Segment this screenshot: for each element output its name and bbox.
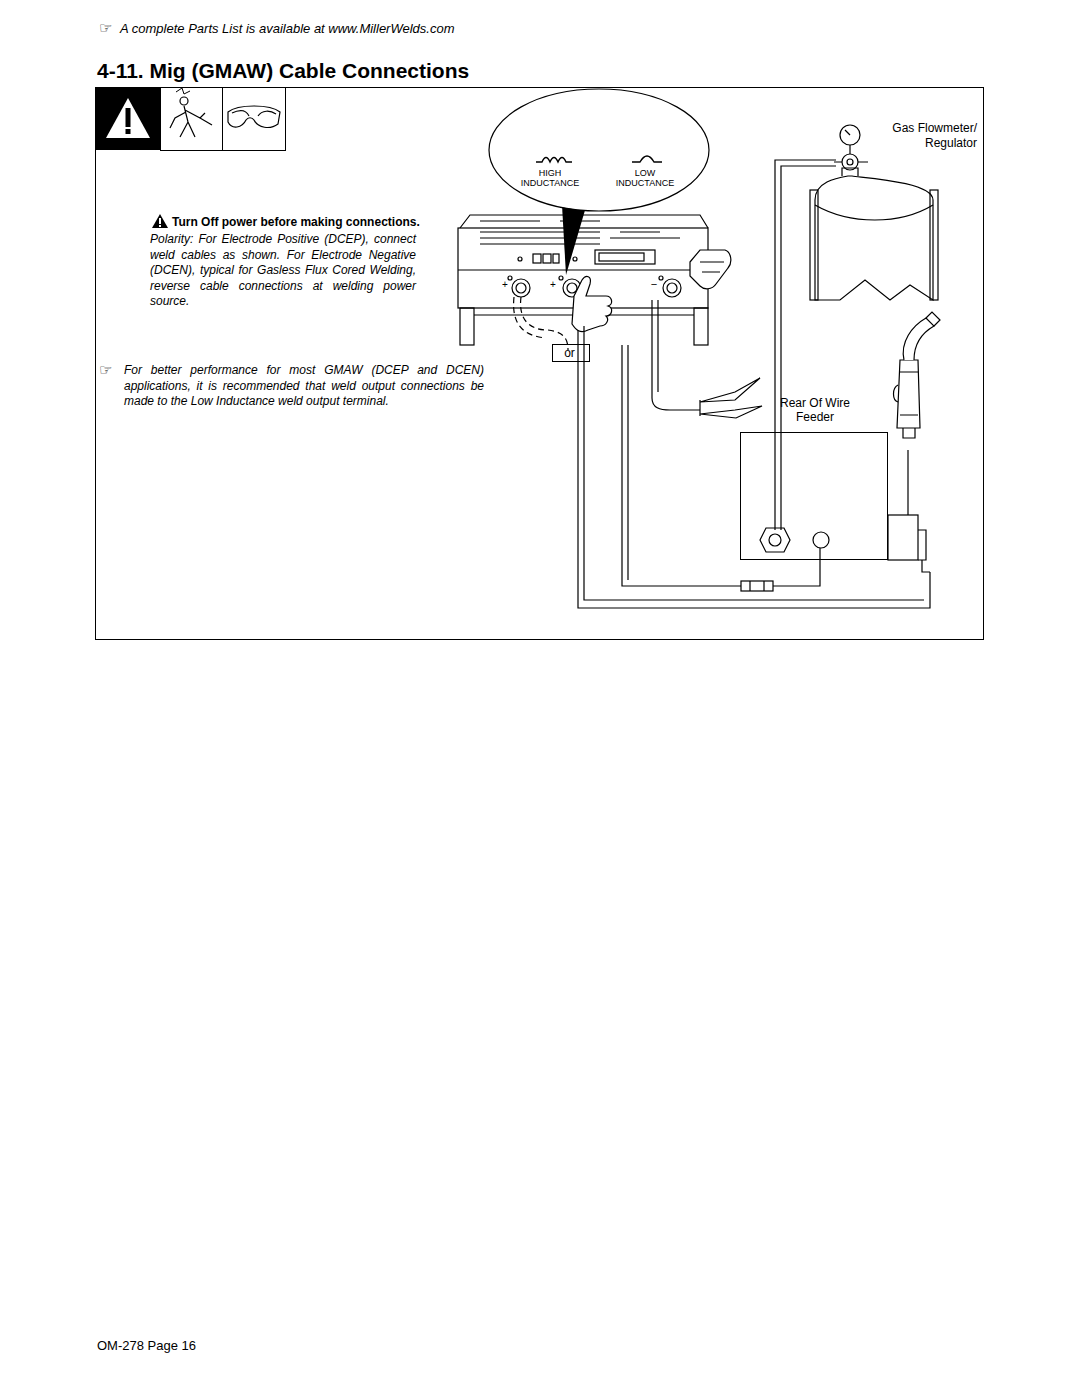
drawing-stroke — [699, 400, 700, 416]
drawing-stroke — [842, 168, 858, 176]
drawing-stroke — [840, 125, 860, 145]
drawing-stroke — [599, 253, 644, 261]
drawing-stroke — [562, 200, 588, 275]
drawing-stroke — [926, 312, 940, 326]
drawing-stroke — [159, 225, 161, 227]
node-text: or — [553, 347, 586, 361]
drawing-stroke — [690, 250, 731, 289]
drawing-stroke — [741, 581, 773, 591]
drawing-stroke — [152, 214, 168, 228]
inductance-callout: HIGH INDUCTANCE LOW INDUCTANCE — [488, 88, 710, 212]
drawing-stroke — [180, 97, 188, 105]
drawing-stroke — [834, 161, 868, 162]
drawing-stroke — [667, 283, 677, 293]
drawing-stroke — [572, 277, 612, 332]
regulator-label: Gas Flowmeter/ Regulator — [860, 121, 977, 151]
drawing-stroke — [627, 345, 628, 580]
drawing-stroke — [159, 218, 161, 224]
callout-outline — [488, 88, 710, 212]
drawing-stroke — [813, 532, 829, 548]
terminal-sign: + — [500, 280, 510, 290]
node-text: LOW INDUCTANCE — [609, 168, 681, 189]
drawing-stroke — [553, 254, 559, 263]
drawing-stroke — [903, 428, 915, 438]
drawing-stroke — [888, 515, 918, 560]
drawing-stroke — [849, 145, 850, 154]
drawing-stroke — [842, 154, 858, 170]
drawing-stroke — [847, 159, 853, 165]
drawing-stroke — [536, 158, 572, 163]
drawing-stroke — [769, 534, 781, 546]
drawing-stroke — [815, 176, 933, 300]
drawing-stroke — [176, 88, 190, 94]
drawing-stroke — [632, 156, 662, 162]
drawing-stroke — [894, 385, 899, 402]
drawing-stroke — [897, 360, 920, 428]
drawing-stroke — [228, 106, 280, 127]
drawing-stroke — [918, 530, 930, 572]
drawing-stroke — [458, 269, 708, 270]
inductance-note: For better performance for most GMAW (DC… — [124, 363, 484, 410]
polarity-note: Polarity: For Electrode Positive (DCEP),… — [150, 232, 416, 310]
page-number: OM-278 Page 16 — [97, 1338, 297, 1354]
drawing-stroke — [900, 372, 918, 415]
wire-feeder-box: Rear Of Wire Feeder — [740, 432, 888, 560]
drawing-stroke — [652, 300, 700, 410]
drawing-stroke — [815, 205, 933, 220]
pointing-hand: ☞ — [99, 19, 119, 38]
drawing-stroke — [126, 129, 131, 134]
drawing-stroke — [232, 111, 276, 116]
page-title: 4-11. Mig (GMAW) Cable Connections — [97, 58, 469, 84]
drawing-stroke — [578, 330, 930, 608]
drawing-stroke — [223, 88, 286, 151]
drawing-stroke — [663, 279, 681, 297]
pointing-hand: ☞ — [99, 361, 119, 380]
drawing-stroke — [657, 300, 658, 392]
drawing-stroke — [845, 130, 850, 135]
drawing-stroke — [559, 276, 563, 280]
drawing-stroke — [512, 279, 530, 297]
drawing-stroke — [700, 262, 724, 272]
drawing-stroke — [170, 106, 212, 137]
warning-text: Turn Off power before making connections… — [172, 215, 472, 230]
drawing-stroke — [96, 87, 160, 150]
drawing-stroke — [508, 276, 512, 280]
drawing-stroke — [930, 190, 938, 300]
drawing-stroke — [659, 276, 663, 280]
terminal-sign: − — [649, 279, 659, 290]
drawing-stroke — [96, 88, 984, 640]
node-text: HIGH INDUCTANCE — [514, 168, 586, 189]
drawing-stroke — [126, 108, 131, 127]
drawing-stroke — [567, 283, 577, 293]
drawing-stroke — [518, 257, 522, 261]
drawing-stroke — [533, 254, 541, 263]
drawing-stroke — [700, 378, 762, 418]
drawing-stroke — [543, 254, 551, 263]
warning-symbol — [152, 214, 168, 228]
drawing-stroke — [584, 326, 924, 600]
drawing-stroke — [750, 581, 764, 591]
drawing-stroke — [694, 308, 708, 345]
drawing-stroke — [161, 88, 223, 151]
drawing-stroke — [521, 297, 568, 350]
drawing-stroke — [516, 283, 526, 293]
drawing-stroke — [573, 257, 577, 261]
drawing-stroke — [903, 318, 934, 360]
terminal-sign: + — [548, 280, 558, 290]
drawing-stroke — [595, 250, 655, 264]
drawing-stroke — [810, 190, 818, 300]
drawing-stroke — [760, 528, 790, 552]
drawing-stroke — [489, 89, 709, 211]
drawing-stroke — [106, 98, 150, 138]
alternate-box: or — [552, 344, 590, 362]
drawing-stroke — [907, 450, 908, 515]
node-text: Rear Of Wire Feeder — [765, 397, 865, 425]
drawing-stroke — [460, 308, 474, 345]
parts-list-note: A complete Parts List is available at ww… — [120, 21, 540, 37]
drawing-stroke — [514, 297, 546, 338]
